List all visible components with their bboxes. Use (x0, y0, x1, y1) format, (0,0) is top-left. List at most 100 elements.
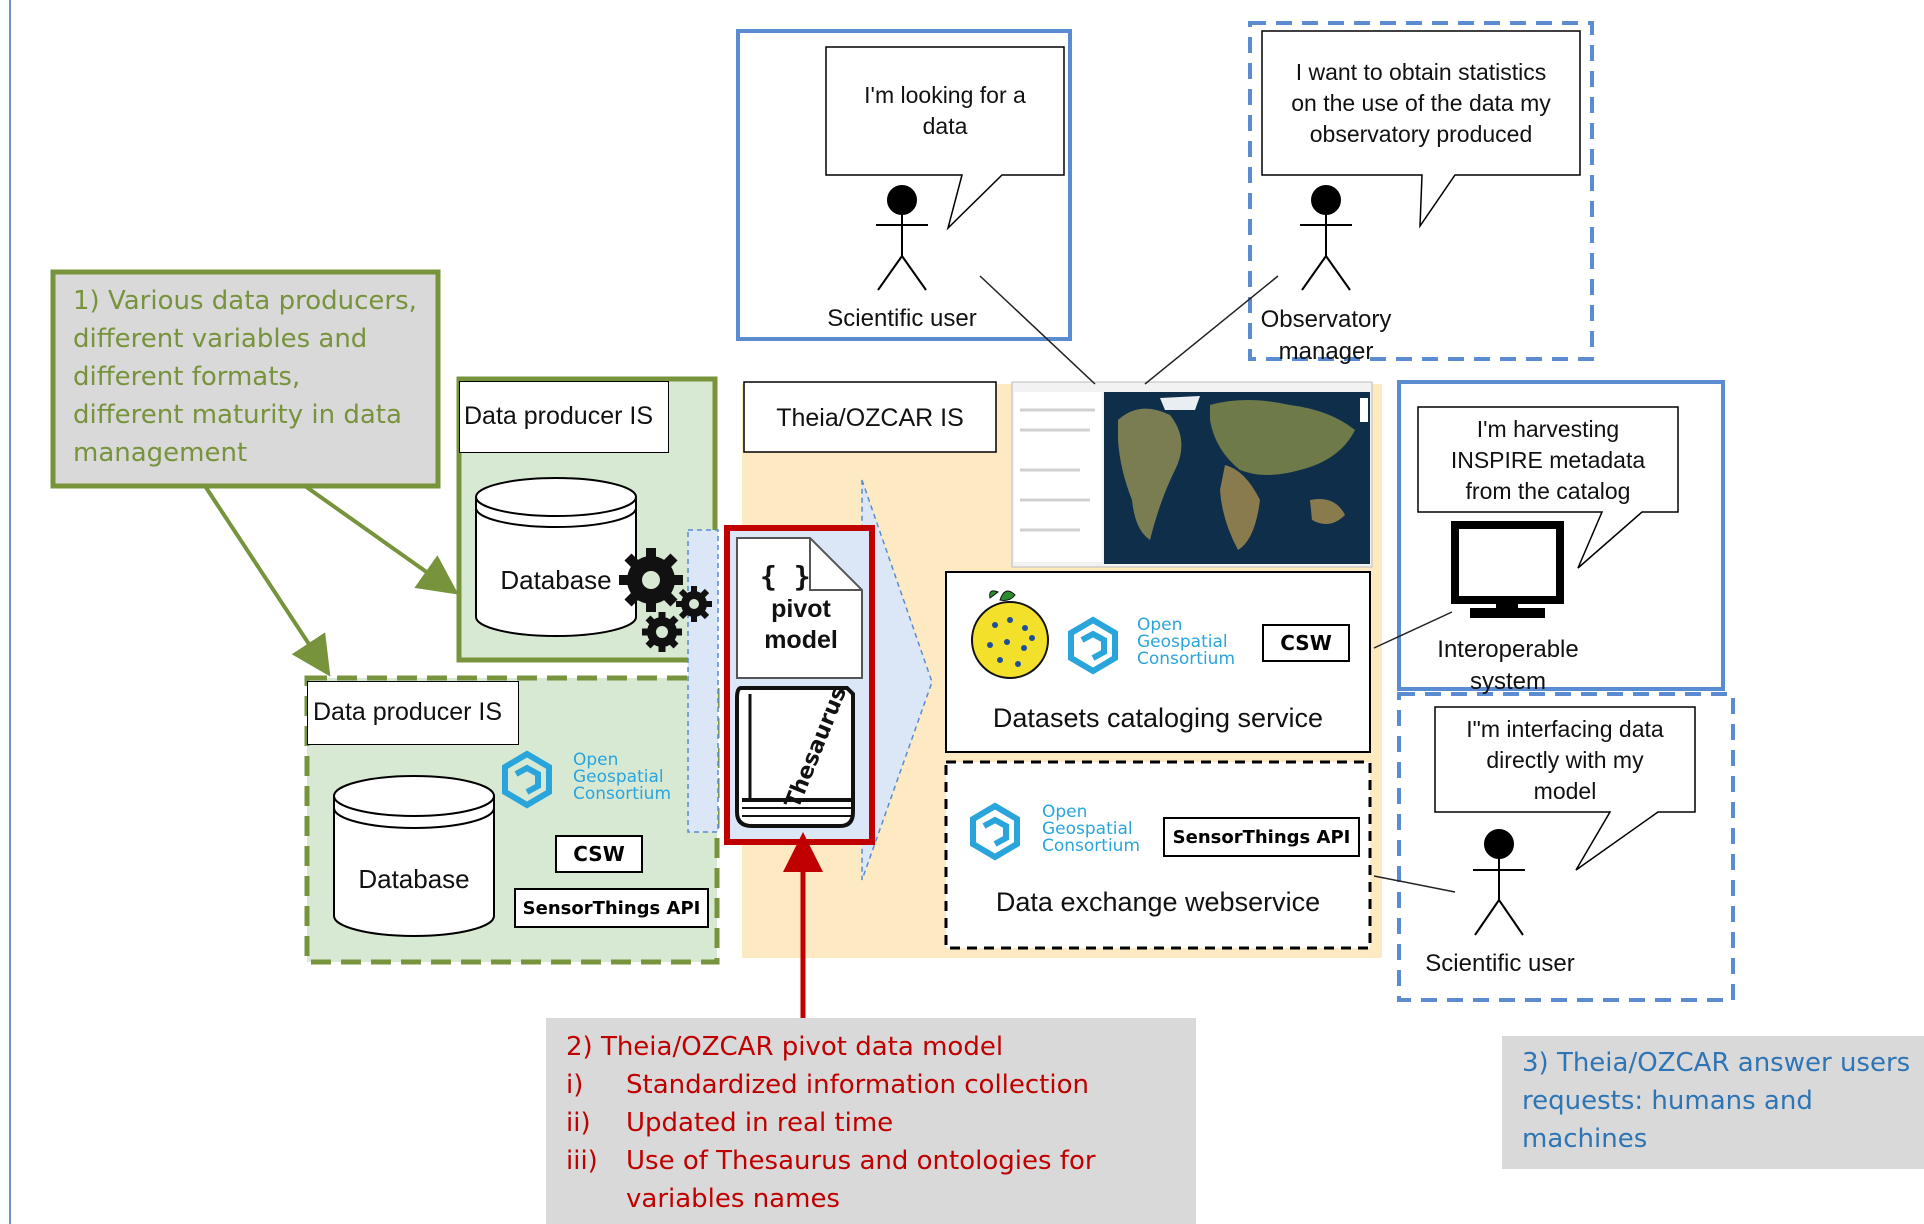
ogc-text-producer: Open Geospatial Consortium (573, 750, 672, 804)
pivot-note-item-number: ii) (566, 1108, 591, 1138)
person-icon-observatory-manager (1300, 185, 1352, 291)
ogc-text-catalog: Open Geospatial Consortium (1137, 615, 1236, 669)
connector-manager-to-portal (1144, 275, 1279, 385)
interoperable-system-frame (1397, 380, 1725, 691)
speech-text-interoperable-system: I'm harvesting INSPIRE metadata from the… (1418, 414, 1678, 507)
producers-note-box (50, 269, 441, 489)
geonetwork-globe-icon (971, 590, 1049, 679)
pivot-note-bg (546, 1018, 1196, 1224)
speech-bubble-2 (1261, 30, 1581, 229)
observatory-manager-frame (1248, 21, 1594, 361)
database-1-label: Database (500, 565, 612, 595)
pivot-label-1: pivot (771, 595, 831, 623)
connector-system-to-catalog (1373, 611, 1453, 649)
answer-note-line: 3) Theia/OZCAR answer users (1522, 1048, 1911, 1078)
sensorthings-badge-exchange: SensorThings API (1163, 817, 1360, 857)
answer-note: 3) Theia/OZCAR answer users requests: hu… (1522, 1044, 1910, 1158)
pivot-note: 2) Theia/OZCAR pivot data model i) Standa… (566, 1028, 1096, 1218)
speech-line: on the use of the data my (1291, 90, 1551, 116)
producer-link-strip (687, 529, 719, 833)
csw-badge-catalog: CSW (1262, 624, 1350, 662)
green-arrow-2 (203, 484, 331, 677)
speech-bubble-1 (825, 46, 1065, 231)
person-icon-scientific-bottom (1473, 829, 1525, 936)
connector-scientific-to-portal (979, 275, 1096, 385)
pivot-note-item: ii) Updated in real time (566, 1104, 1096, 1142)
scientific-user-bottom-frame (1397, 692, 1735, 1002)
speech-text-observatory-manager: I want to obtain statistics on the use o… (1262, 57, 1580, 150)
speech-line: model (1533, 778, 1597, 804)
theia-label: Theia/OZCAR IS (776, 404, 964, 432)
sensorthings-badge-producer: SensorThings API (514, 888, 709, 928)
database-1-icon (475, 477, 637, 637)
speech-text-scientific-bottom: I"m interfacing data directly with my mo… (1435, 714, 1695, 807)
speech-line: from the catalog (1465, 478, 1631, 504)
persona-name-scientific-bottom: Scientific user (1425, 950, 1575, 977)
persona-name-observatory-manager: Observatory manager (1236, 304, 1416, 368)
pivot-note-item-text: variables names (626, 1184, 840, 1214)
pivot-document-icon (736, 537, 863, 679)
producers-note: 1) Various data producers, different var… (73, 282, 417, 472)
pivot-note-item-continuation: variables names (566, 1180, 1096, 1218)
csw-badge-producer: CSW (555, 835, 643, 873)
ogc-logo-icon-producer (502, 750, 552, 809)
speech-line: I'm harvesting (1476, 416, 1620, 442)
thesaurus-book-icon (735, 686, 855, 828)
pivot-label-2: model (764, 626, 838, 654)
pivot-note-title: 2) Theia/OZCAR pivot data model (566, 1032, 1004, 1062)
ogc-logo-icon-exchange (970, 802, 1020, 861)
monitor-icon (1451, 521, 1564, 618)
answer-note-line: requests: humans and (1522, 1086, 1813, 1116)
portal-screenshot (1011, 381, 1373, 568)
persona-name-line: Interoperable (1437, 636, 1579, 663)
connector-user-to-exchange (1373, 875, 1456, 893)
pivot-note-item: i) Standardized information collection (566, 1066, 1096, 1104)
persona-name-line: manager (1278, 338, 1374, 365)
database-2-label: Database (358, 864, 470, 894)
speech-line: INSPIRE metadata (1450, 447, 1646, 473)
pivot-note-item-text: Use of Thesaurus and ontologies for (626, 1146, 1096, 1176)
exchange-service-title: Data exchange webservice (995, 887, 1321, 917)
producers-note-line: different variables and (73, 324, 368, 354)
producer-is-2-label-box (307, 681, 519, 745)
speech-line: I'm looking for a (864, 82, 1026, 108)
ogc-text-exchange: Open Geospatial Consortium (1042, 802, 1141, 856)
green-arrow-1 (303, 484, 459, 595)
producer-is-2-label: Data producer IS (313, 698, 502, 726)
speech-text-scientific-top: I'm looking for a data (826, 80, 1064, 142)
ogc-logo-icon-catalog (1068, 616, 1118, 675)
speech-line: I"m interfacing data (1466, 716, 1664, 742)
persona-name-interoperable-system: Interoperable system (1410, 634, 1606, 698)
producers-note-line: 1) Various data producers, (73, 286, 417, 316)
left-border-line (9, 0, 11, 1224)
producer-is-1-label: Data producer IS (464, 402, 653, 430)
persona-name-line: Observatory (1260, 306, 1392, 333)
speech-bubble-3 (1417, 406, 1679, 569)
speech-line: directly with my (1486, 747, 1644, 773)
persona-name-line: system (1469, 668, 1546, 695)
gears-icon (619, 548, 712, 652)
producers-note-line: different formats, (73, 362, 301, 392)
pivot-braces-icon: { } (760, 560, 811, 593)
pivot-note-item: iii) Use of Thesaurus and ontologies for (566, 1142, 1096, 1180)
database-2-icon (333, 775, 495, 937)
producer-is-1-label-box (459, 381, 669, 453)
pivot-note-item-text: Updated in real time (626, 1108, 894, 1138)
pivot-note-item-number: iii) (566, 1146, 598, 1176)
producers-note-line: management (73, 438, 248, 468)
pivot-note-item-number: i) (566, 1070, 584, 1100)
speech-bubble-4 (1434, 706, 1696, 871)
producers-note-line: different maturity in data (73, 400, 402, 430)
speech-line: observatory produced (1309, 121, 1533, 147)
speech-line: I want to obtain statistics (1295, 59, 1547, 85)
catalog-service-title: Datasets cataloging service (992, 703, 1324, 733)
pivot-note-list: i) Standardized information collection ii… (566, 1066, 1096, 1218)
persona-name-scientific-top: Scientific user (827, 305, 977, 332)
speech-line: data (922, 113, 968, 139)
person-icon-scientific-top (876, 185, 928, 291)
scientific-user-top-frame (736, 29, 1072, 341)
answer-note-line: machines (1522, 1124, 1648, 1154)
answer-note-bg (1502, 1036, 1924, 1169)
pivot-note-item-text: Standardized information collection (626, 1070, 1089, 1100)
